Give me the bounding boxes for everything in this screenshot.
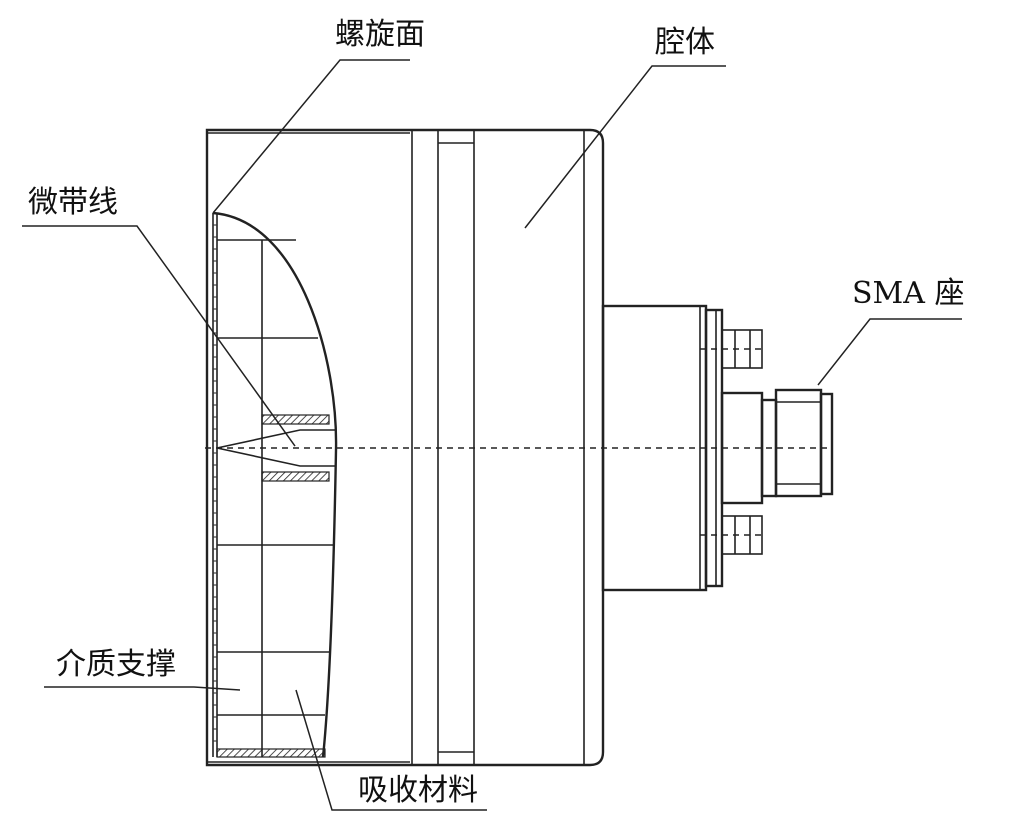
label-spiral-surface: 螺旋面 [335, 17, 425, 52]
label-absorber: 吸收材料 [358, 773, 478, 808]
label-sma: SMA 座 [852, 276, 964, 311]
spiral-surface-curve [212, 211, 338, 758]
sma-connector [601, 304, 834, 592]
dielectric-support [212, 213, 333, 757]
leader-lines [22, 59, 962, 811]
absorber-hatch [216, 414, 330, 758]
microstrip-taper [216, 429, 335, 467]
label-cavity: 腔体 [655, 25, 715, 60]
label-dielectric-support: 介质支撑 [56, 647, 176, 682]
label-microstrip: 微带线 [28, 185, 118, 220]
